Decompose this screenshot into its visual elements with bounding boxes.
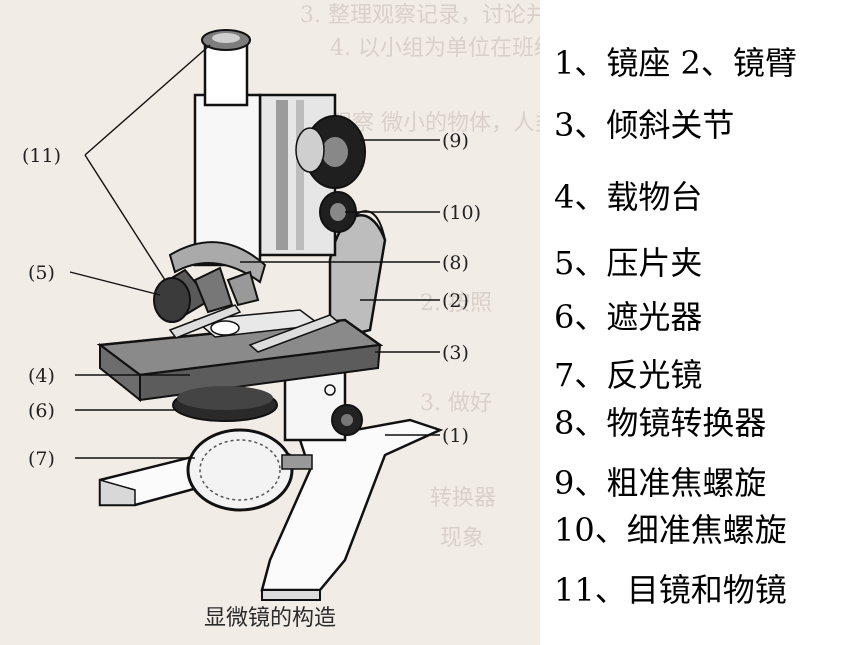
callout-1: (1) xyxy=(442,425,469,447)
microscope-drawing: 3. 整理观察记录，讨论并交 4. 以小组为单位在班级中汇 观察 微小的物体，人… xyxy=(22,3,540,601)
stage xyxy=(96,304,384,403)
bleed-text: 转换器 xyxy=(430,486,496,511)
nosepiece xyxy=(153,241,267,323)
callout-9: (9) xyxy=(442,130,469,152)
callout-labels: (11) (9) (10) (5) (8) (2) (3) (4) (6) (7… xyxy=(22,130,481,470)
mirror xyxy=(186,428,313,512)
focus-knobs xyxy=(295,115,366,233)
figure-caption: 显微镜的构造 xyxy=(203,606,336,631)
callout-2: (2) xyxy=(442,290,469,312)
callout-10: (10) xyxy=(442,202,481,224)
legend-line-6: 6、遮光器 xyxy=(554,298,703,336)
bleed-text: 观察 微小的物体，人类 xyxy=(330,111,540,136)
legend-line-9: 9、粗准焦螺旋 xyxy=(554,464,767,502)
legend-line-7: 7、反光镜 xyxy=(554,356,703,394)
legend-line-8: 8、物镜转换器 xyxy=(554,404,767,442)
legend-line-4: 4、载物台 xyxy=(554,178,703,216)
callout-6: (6) xyxy=(28,400,55,422)
callout-8: (8) xyxy=(442,252,469,274)
callout-4: (4) xyxy=(28,365,55,387)
bleed-text: 现象 xyxy=(440,526,484,551)
callout-11: (11) xyxy=(22,145,61,167)
legend-line-1: 1、镜座 2、镜臂 xyxy=(554,44,797,82)
legend-line-3: 3、倾斜关节 xyxy=(554,106,735,144)
bleed-text: 3. 做好 xyxy=(420,391,492,416)
legend-line-10: 10、细准焦螺旋 xyxy=(554,511,787,549)
microscope-figure: 3. 整理观察记录，讨论并交 4. 以小组为单位在班级中汇 观察 微小的物体，人… xyxy=(0,0,540,645)
parts-legend: 1、镜座 2、镜臂 3、倾斜关节 4、载物台 5、压片夹 6、遮光器 7、反光镜… xyxy=(540,0,860,645)
legend-line-11: 11、目镜和物镜 xyxy=(554,571,787,609)
callout-3: (3) xyxy=(442,342,469,364)
callout-5: (5) xyxy=(28,262,55,284)
bleed-text: 4. 以小组为单位在班级中汇 xyxy=(330,36,540,61)
diaphragm xyxy=(172,386,278,422)
leader-lines xyxy=(69,44,440,459)
background-bleed-text: 3. 整理观察记录，讨论并交 4. 以小组为单位在班级中汇 观察 微小的物体，人… xyxy=(300,3,540,551)
legend-line-5: 5、压片夹 xyxy=(554,244,703,282)
bleed-text: 3. 整理观察记录，讨论并交 xyxy=(300,3,540,28)
callout-7: (7) xyxy=(28,448,55,470)
bleed-text: 2. 按照 xyxy=(420,291,492,316)
